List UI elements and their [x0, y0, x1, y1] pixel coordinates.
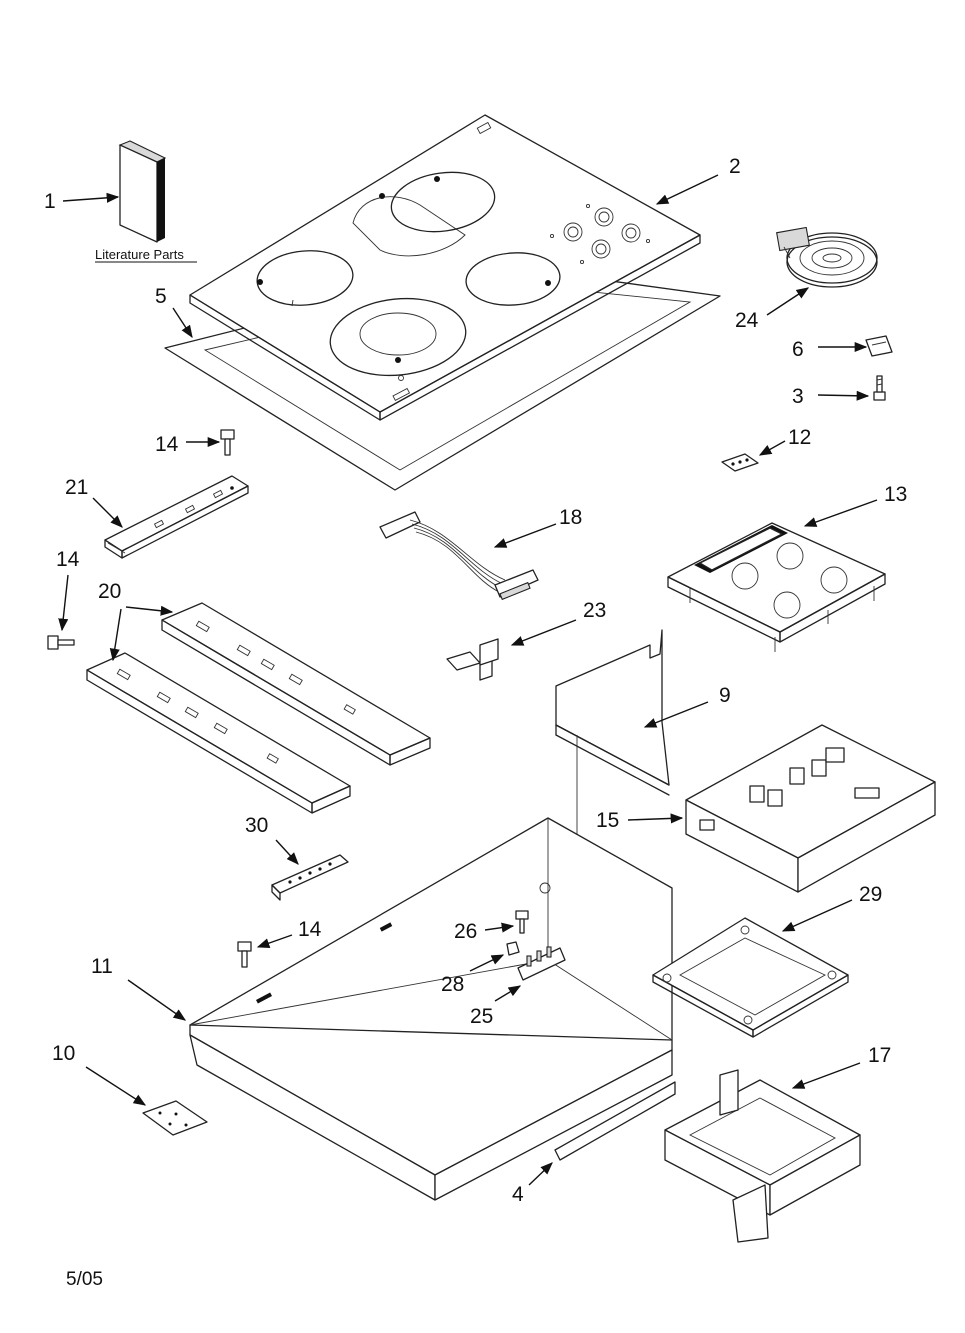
- screw-14-bottom: [237, 941, 252, 968]
- callout-2: 2: [729, 155, 741, 178]
- burner-front-center: [291, 297, 467, 381]
- callout-15: 15: [596, 809, 619, 832]
- callout-12: 12: [788, 426, 811, 449]
- literature-booklet: [118, 140, 167, 243]
- callout-13: 13: [884, 483, 907, 506]
- callout-11: 11: [91, 955, 113, 978]
- revision-date: 5/05: [66, 1269, 103, 1290]
- callout-28: 28: [441, 973, 464, 996]
- glass-cooktop: [189, 114, 701, 421]
- burner-right: [465, 252, 561, 306]
- ribbon-cable: [379, 511, 539, 601]
- bracket-30: [271, 854, 349, 901]
- callout-24: 24: [735, 309, 759, 332]
- power-board: [685, 724, 936, 893]
- control-graphics: [549, 203, 651, 265]
- bracket-21: [104, 475, 249, 559]
- literature-parts-label: Literature Parts: [95, 247, 184, 262]
- callout-21: 21: [65, 476, 88, 499]
- mounting-plate: [652, 917, 849, 1038]
- plate-10: [142, 1100, 208, 1136]
- screw-14-top: [220, 429, 235, 456]
- mounting-clip: [865, 335, 893, 357]
- callout-6: 6: [792, 338, 804, 361]
- plate-12: [721, 453, 759, 472]
- callout-29: 29: [859, 883, 882, 906]
- callout-30: 30: [245, 814, 268, 837]
- strip-4: [554, 1081, 676, 1161]
- callout-numbers: 1 2 5 24 6 3 12 13 14 21 18 14 20 23 9 1…: [44, 155, 907, 1206]
- callout-4: 4: [512, 1183, 524, 1206]
- radiant-element: [776, 226, 878, 288]
- callout-14-side: 14: [56, 548, 80, 571]
- callout-9: 9: [719, 684, 731, 707]
- terminal-block: [517, 946, 566, 981]
- base-pan: [189, 817, 673, 1201]
- control-board: [667, 522, 886, 652]
- callout-14-bottom: 14: [298, 918, 322, 941]
- callout-3: 3: [792, 385, 804, 408]
- screw-3: [873, 375, 886, 401]
- screw-26: [515, 910, 529, 934]
- callout-18: 18: [559, 506, 582, 529]
- callout-23: 23: [583, 599, 606, 622]
- screw-14-side: [47, 635, 75, 650]
- leader-lines: [58, 174, 878, 1186]
- callout-25: 25: [470, 1005, 493, 1028]
- side-rail-upper: [161, 602, 431, 766]
- callout-1: 1: [44, 190, 56, 213]
- nut-28: [506, 941, 520, 956]
- callout-10: 10: [52, 1042, 75, 1065]
- junction-box: [664, 1069, 861, 1243]
- burner-rear-center: [352, 171, 496, 257]
- callout-17: 17: [868, 1044, 891, 1067]
- bracket-23: [446, 638, 499, 681]
- callout-26: 26: [454, 920, 477, 943]
- callout-5: 5: [155, 285, 167, 308]
- callout-20: 20: [98, 580, 121, 603]
- burner-left: [256, 250, 354, 306]
- callout-14-top: 14: [155, 433, 179, 456]
